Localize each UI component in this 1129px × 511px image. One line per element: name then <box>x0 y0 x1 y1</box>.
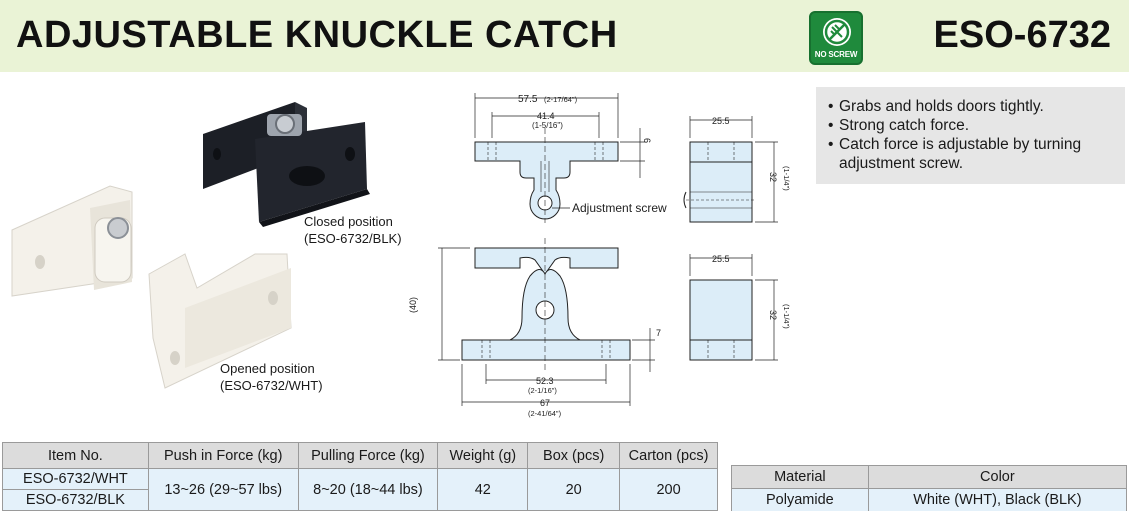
dim-67: 67 <box>540 398 550 408</box>
weight-cell: 42 <box>437 468 529 511</box>
table-row: Polyamide White (WHT), Black (BLK) <box>731 488 1128 511</box>
dim-32-top: 32 <box>768 172 778 182</box>
opened-caption-line-1: Opened position <box>220 361 315 376</box>
col-pulling-force: Pulling Force (kg) <box>297 442 439 469</box>
item-no-cell: ESO-6732/WHT <box>2 468 149 490</box>
color-cell: White (WHT), Black (BLK) <box>867 488 1128 511</box>
col-push-in-force: Push in Force (kg) <box>147 442 299 469</box>
closed-caption-line-1: Closed position <box>304 214 393 229</box>
product-photo-closed-black <box>203 102 370 227</box>
dim-52-3-inch: (2-1/16") <box>528 386 557 395</box>
dim-57-5: 57.5 <box>518 94 538 105</box>
drawing-bottom-side-view <box>689 279 753 361</box>
adjustment-screw-label: Adjustment screw <box>572 201 667 215</box>
badge-label: NO SCREW <box>814 50 858 59</box>
col-color: Color <box>867 465 1128 489</box>
box-cell: 20 <box>527 468 621 511</box>
dim-6: 6 <box>642 138 652 143</box>
col-box: Box (pcs) <box>527 442 621 469</box>
opened-caption-line-2: (ESO-6732/WHT) <box>220 378 323 393</box>
opened-position-caption: Opened position (ESO-6732/WHT) <box>220 360 323 394</box>
technical-drawing: 57.5 (2-17/64") 41.4 (1-5/16") 6 Adjustm… <box>408 93 791 418</box>
spec-table-header-row: Item No. Push in Force (kg) Pulling Forc… <box>2 442 718 469</box>
feature-list: Grabs and holds doors tightly. Strong ca… <box>816 87 1125 184</box>
dim-41-4: 41.4 <box>537 111 555 121</box>
feature-item: Strong catch force. <box>828 116 1115 135</box>
closed-caption-line-2: (ESO-6732/BLK) <box>304 231 402 246</box>
no-screw-badge: NO SCREW <box>809 11 863 65</box>
col-material: Material <box>731 465 869 489</box>
product-photo-open-white-part-2 <box>148 253 292 389</box>
feature-item: Grabs and holds doors tightly. <box>828 97 1115 116</box>
drawing-top-front-view <box>474 128 619 223</box>
drawing-top-side-view <box>683 141 756 223</box>
material-table: Material Color Polyamide White (WHT), Bl… <box>731 465 1128 511</box>
dim-41-4-inch: (1-5/16") <box>532 121 563 130</box>
carton-cell: 200 <box>619 468 718 511</box>
dim-32-top-inch: (1-1/4") <box>782 166 791 191</box>
no-screw-icon <box>823 18 851 46</box>
dim-52-3: 52.3 <box>536 376 554 386</box>
dim-32-bottom: 32 <box>768 310 778 320</box>
dim-25-5-bottom: 25.5 <box>712 254 730 264</box>
dim-7: 7 <box>656 328 661 338</box>
dim-32-bottom-inch: (1-1/4") <box>782 304 791 329</box>
dim-40: (40) <box>408 297 418 313</box>
push-in-force-cell: 13~26 (29~57 lbs) <box>147 468 299 511</box>
header-bar: ADJUSTABLE KNUCKLE CATCH NO SCREW ESO-67… <box>0 0 1129 72</box>
model-number: ESO-6732 <box>933 14 1111 56</box>
table-row: ESO-6732/WHT 13~26 (29~57 lbs) 8~20 (18~… <box>2 468 718 511</box>
material-table-header-row: Material Color <box>731 465 1128 489</box>
col-weight: Weight (g) <box>437 442 529 469</box>
table-row: ESO-6732/BLK <box>2 489 718 511</box>
closed-position-caption: Closed position (ESO-6732/BLK) <box>304 213 402 247</box>
product-photo-open-white-part-1 <box>11 185 133 297</box>
material-cell: Polyamide <box>731 488 869 511</box>
col-carton: Carton (pcs) <box>619 442 718 469</box>
drawing-bottom-front-view <box>461 238 631 370</box>
spec-table: Item No. Push in Force (kg) Pulling Forc… <box>2 442 718 511</box>
page-title: ADJUSTABLE KNUCKLE CATCH <box>16 14 618 56</box>
feature-item: Catch force is adjustable by turning adj… <box>828 135 1115 173</box>
dim-57-5-inch: (2-17/64") <box>544 95 578 104</box>
dim-25-5-top: 25.5 <box>712 116 730 126</box>
dim-67-inch: (2-41/64") <box>528 409 562 418</box>
item-no-cell: ESO-6732/BLK <box>2 489 149 511</box>
pulling-force-cell: 8~20 (18~44 lbs) <box>297 468 439 511</box>
col-item-no: Item No. <box>2 442 149 469</box>
